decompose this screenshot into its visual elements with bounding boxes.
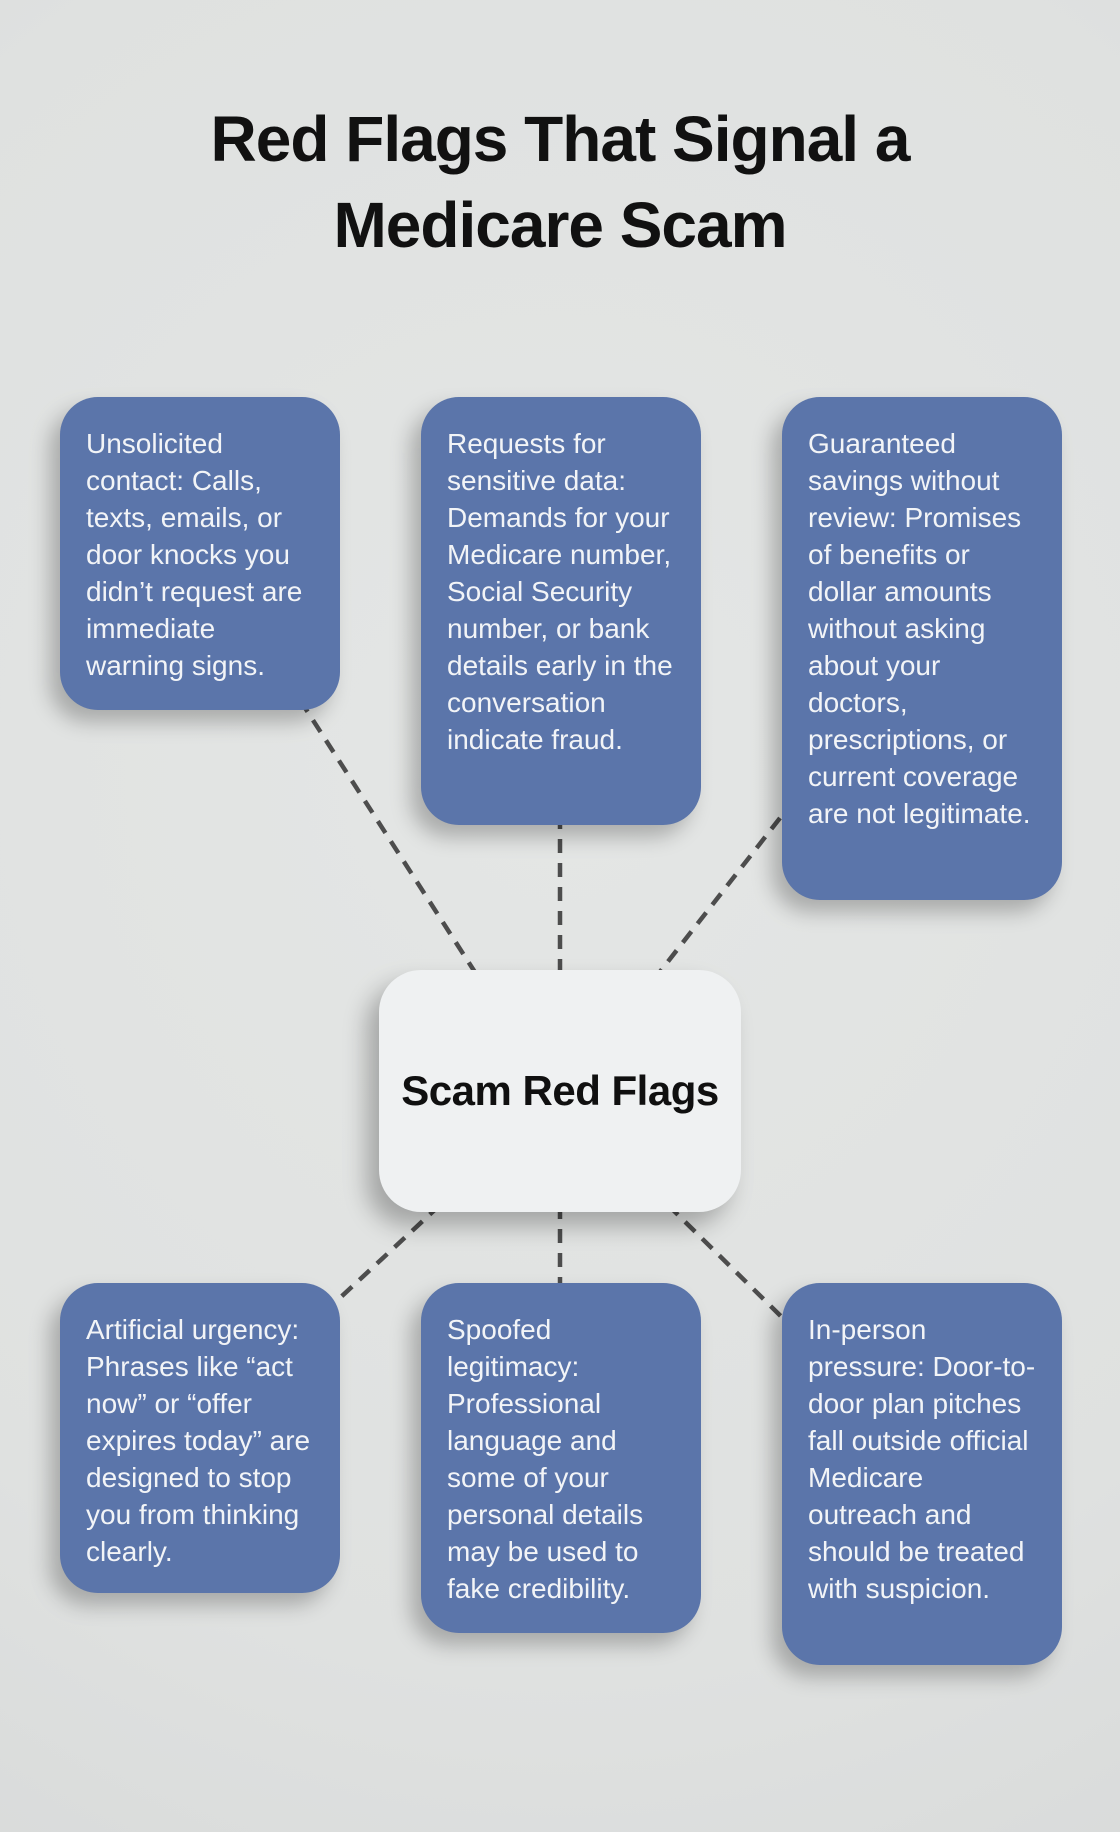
flag-artificial-urgency: Artificial urgency: Phrases like “act no… [60, 1283, 340, 1593]
page-title: Red Flags That Signal a Medicare Scam [0, 96, 1120, 268]
flag-guaranteed-savings: Guaranteed savings without review: Promi… [782, 397, 1062, 900]
connector-line-bottom-right [666, 1203, 802, 1337]
flag-text: Spoofed legitimacy: Professional languag… [447, 1314, 644, 1604]
flag-text: Artificial urgency: Phrases like “act no… [86, 1314, 311, 1567]
page-title-line1: Red Flags That Signal a [210, 103, 911, 175]
flag-text: Unsolicited contact: Calls, texts, email… [86, 428, 303, 681]
connector-line-top-right [650, 816, 782, 984]
flag-unsolicited-contact: Unsolicited contact: Calls, texts, email… [60, 397, 340, 710]
page-title-line2: Medicare Scam [333, 189, 787, 261]
connector-line-top-left [298, 698, 482, 982]
connector-line-bottom-left [298, 1203, 442, 1337]
flag-text: Guaranteed savings without review: Promi… [808, 428, 1031, 829]
center-node-label: Scam Red Flags [401, 1067, 719, 1114]
flag-sensitive-data-requests: Requests for sensitive data: Demands for… [421, 397, 701, 825]
flag-spoofed-legitimacy: Spoofed legitimacy: Professional languag… [421, 1283, 701, 1633]
flag-text: Requests for sensitive data: Demands for… [447, 428, 673, 755]
flag-text: In-person pressure: Door-to-door plan pi… [808, 1314, 1036, 1604]
flag-in-person-pressure: In-person pressure: Door-to-door plan pi… [782, 1283, 1062, 1665]
center-node-scam-red-flags: Scam Red Flags [379, 970, 741, 1212]
